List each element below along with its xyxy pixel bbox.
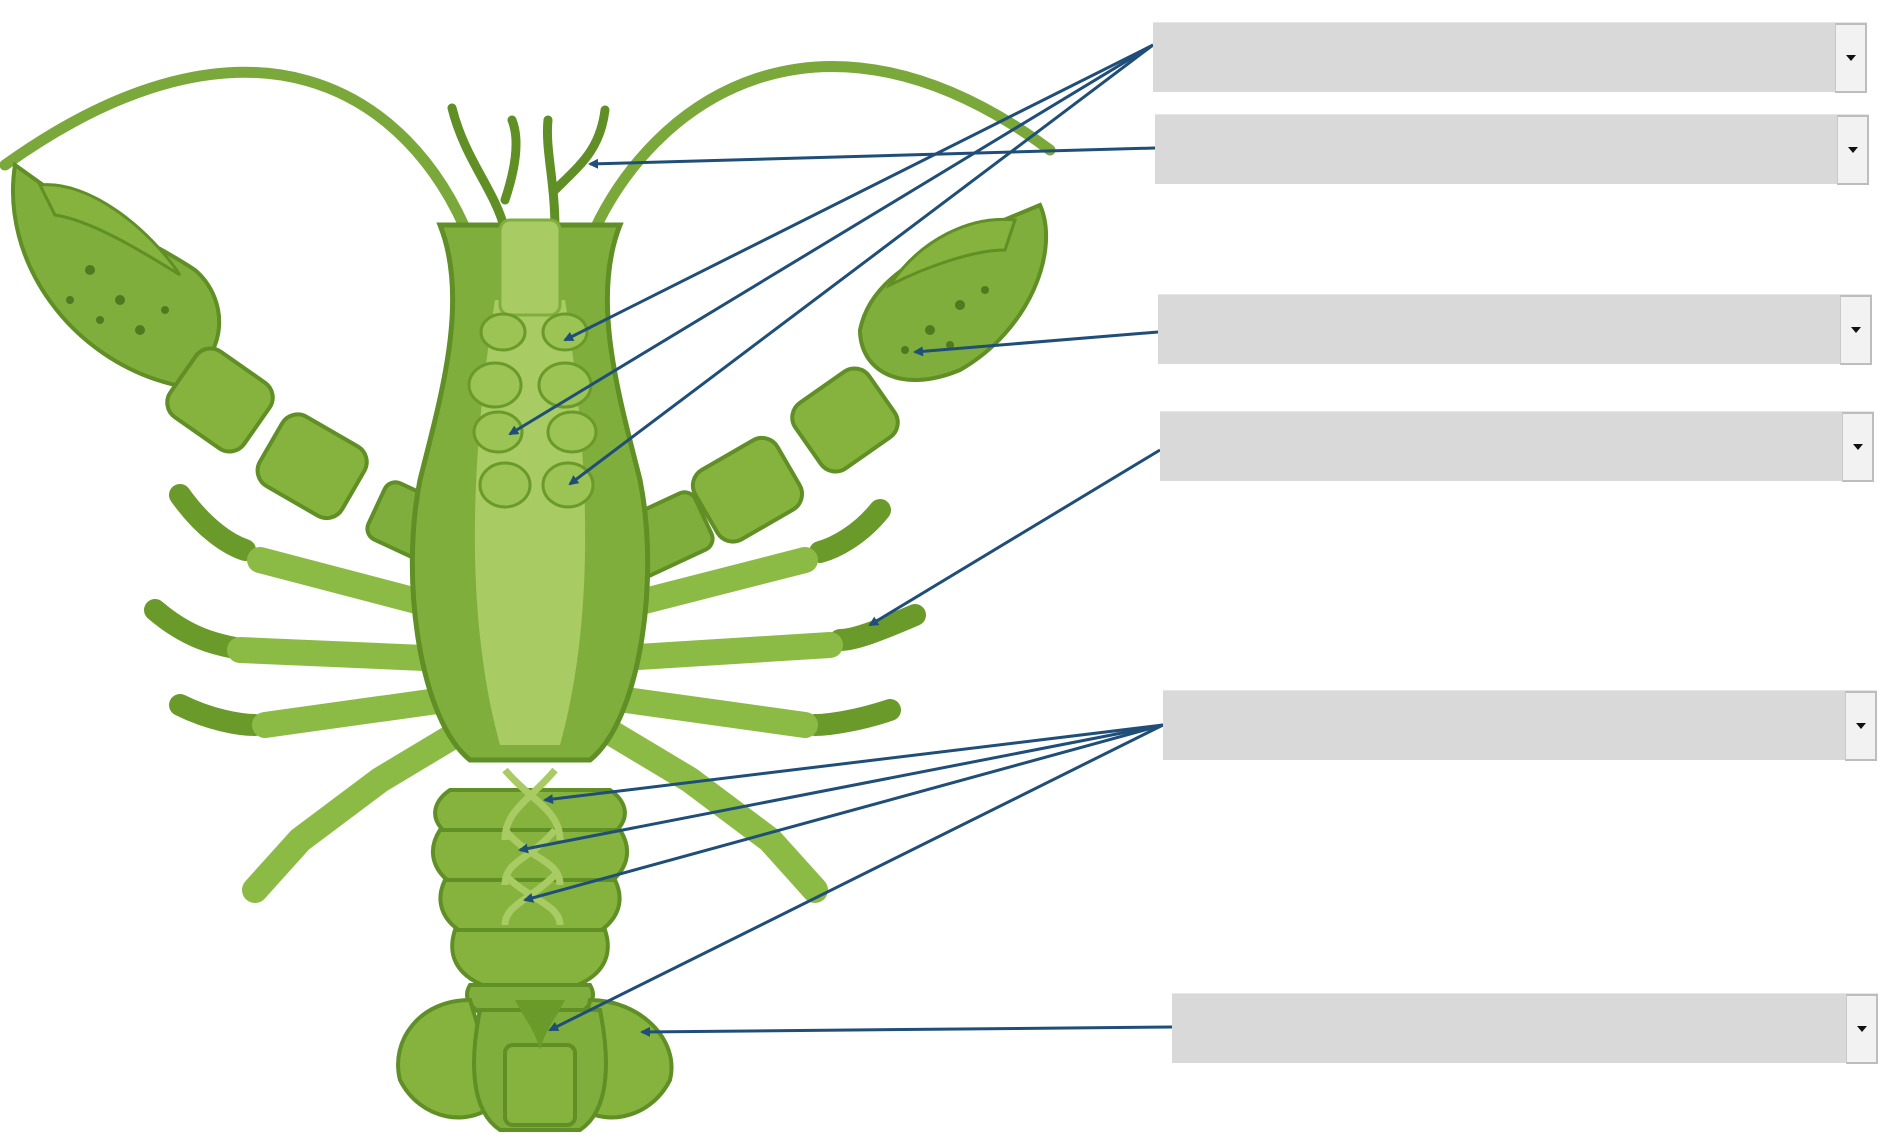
dropdown-5-button[interactable]: [1845, 691, 1877, 761]
dropdown-1-button[interactable]: [1835, 23, 1867, 93]
dropdown-6-button[interactable]: [1846, 994, 1878, 1064]
label-dropdown-3[interactable]: [1158, 294, 1872, 364]
dropdown-3-button[interactable]: [1840, 295, 1872, 365]
tail-fan: [398, 1000, 671, 1130]
label-dropdown-2[interactable]: [1155, 114, 1869, 184]
chevron-down-icon: [1851, 327, 1861, 333]
label-dropdown-1[interactable]: [1153, 22, 1867, 92]
antennules: [452, 108, 605, 230]
chevron-down-icon: [1848, 147, 1858, 153]
chevron-down-icon: [1857, 1026, 1867, 1032]
label-dropdown-6[interactable]: [1172, 993, 1878, 1063]
chevron-down-icon: [1856, 723, 1866, 729]
chevron-down-icon: [1853, 444, 1863, 450]
antennae: [5, 66, 1050, 240]
dropdown-4-button[interactable]: [1842, 412, 1874, 482]
chevron-down-icon: [1846, 55, 1856, 61]
label-dropdown-4[interactable]: [1160, 411, 1874, 481]
label-dropdown-5[interactable]: [1163, 690, 1877, 760]
dropdown-2-button[interactable]: [1837, 115, 1869, 185]
abdomen: [433, 790, 627, 1025]
